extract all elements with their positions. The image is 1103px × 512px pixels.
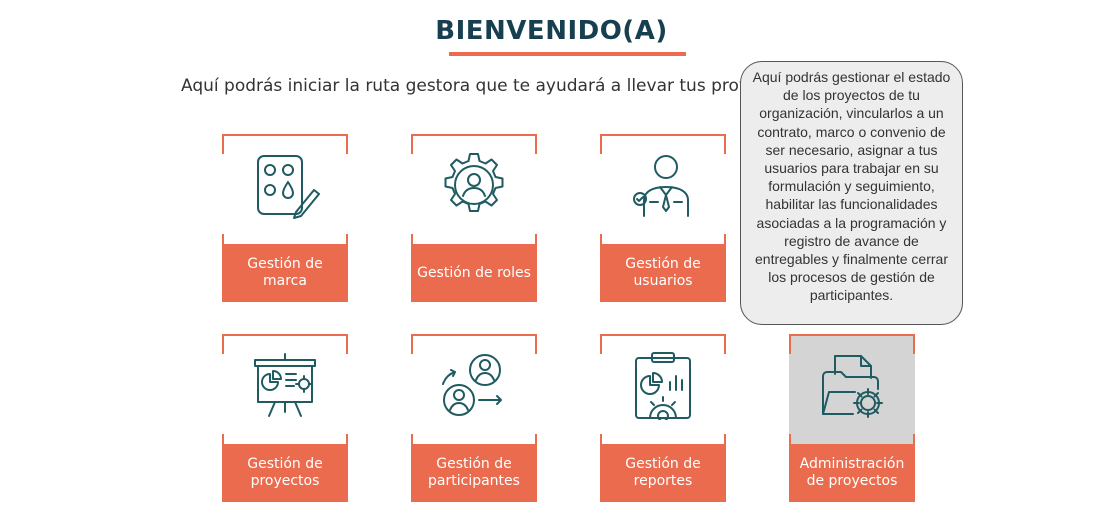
card-description-tooltip: Aquí podrás gestionar el estado de los p… [740,61,963,325]
card-label: Administración de proyectos [789,444,915,502]
card-gestion-participantes[interactable]: Gestión de participantes [411,334,537,502]
card-gestion-marca[interactable]: Gestión de marca [222,134,348,302]
card-label: Gestión de usuarios [600,244,726,302]
gear-user-icon [444,153,504,212]
card-frame [789,334,915,444]
presentation-board-icon [254,353,316,417]
card-frame [222,134,348,244]
card-frame [411,334,537,444]
brand-palette-icon [257,155,320,219]
card-gestion-reportes[interactable]: Gestión de reportes [600,334,726,502]
clipboard-report-icon [635,352,691,420]
card-administracion-proyectos[interactable]: Administración de proyectos [789,334,915,502]
card-label: Gestión de participantes [411,444,537,502]
participants-exchange-icon [442,354,502,416]
card-frame [600,134,726,244]
card-label: Gestión de reportes [600,444,726,502]
card-frame [222,334,348,444]
card-gestion-proyectos[interactable]: Gestión de proyectos [222,334,348,502]
card-frame [600,334,726,444]
title-underline [449,52,686,56]
folder-gear-icon [822,355,883,418]
page-subtitle: Aquí podrás iniciar la ruta gestora que … [181,76,741,96]
card-gestion-usuarios[interactable]: Gestión de usuarios [600,134,726,302]
card-gestion-roles[interactable]: Gestión de roles [411,134,537,302]
card-label: Gestión de proyectos [222,444,348,502]
page-title: BIENVENIDO(A) [435,16,668,46]
card-label: Gestión de roles [411,244,537,302]
card-frame [411,134,537,244]
user-tie-icon [633,155,689,217]
card-label: Gestión de marca [222,244,348,302]
